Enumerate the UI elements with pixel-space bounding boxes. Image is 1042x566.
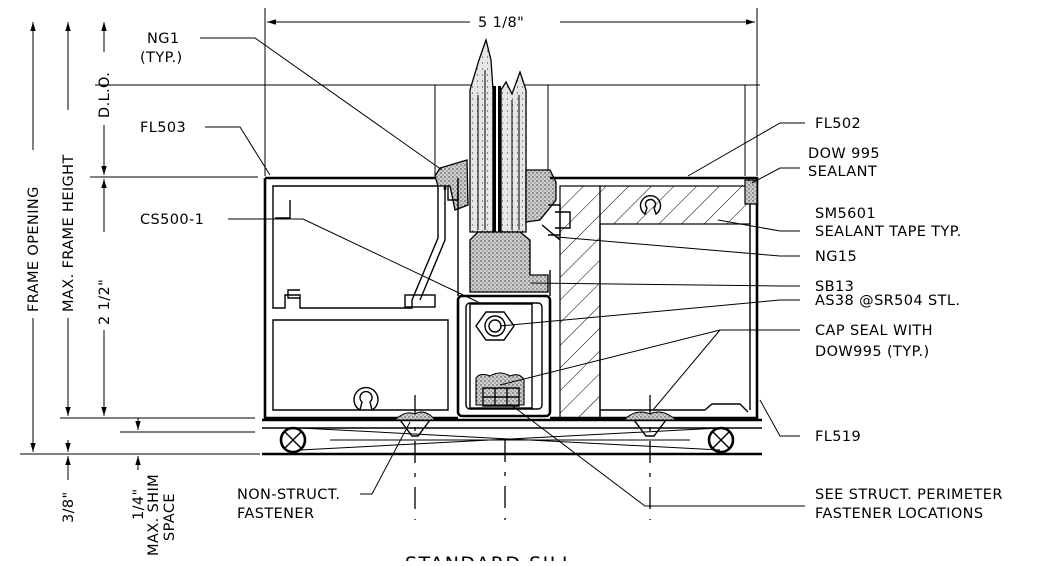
frame-opening-label: FRAME OPENING <box>26 186 42 312</box>
callout-labels: NG1 (TYP.) FL503 CS500-1 FL502 DOW 995 S… <box>140 31 1003 522</box>
frame-depth-label: 2 1/2" <box>97 279 113 325</box>
shim-value-label: 1/4" <box>131 488 147 520</box>
backer-rods <box>279 426 735 454</box>
label-dow995: DOW 995 <box>808 146 880 162</box>
dlo-dimension: D.L.O. <box>97 22 113 175</box>
frame-depth-dimension: 2 1/2" <box>97 179 113 416</box>
sill-gap-label: 3/8" <box>61 491 77 523</box>
dlo-label: D.L.O. <box>97 72 113 118</box>
setting-block-sb13 <box>469 231 549 293</box>
shim-dimension: 1/4" MAX. SHIM SPACE <box>131 418 178 556</box>
gasket-ng15 <box>525 169 557 223</box>
shim-label-line1: MAX. SHIM <box>146 474 162 556</box>
label-cap-seal: CAP SEAL WITH <box>815 323 933 339</box>
extension-lines <box>20 8 760 455</box>
sill-gap-dimension: 3/8" <box>61 440 77 523</box>
gasket-ng1 <box>434 159 469 211</box>
label-non-struct: NON-STRUCT. <box>237 487 340 503</box>
sill-base <box>262 418 762 456</box>
label-cap-seal-dow: DOW995 (TYP.) <box>815 344 930 360</box>
frame-fl502 <box>541 176 759 420</box>
label-cs500: CS500-1 <box>140 212 204 228</box>
label-fl503: FL503 <box>140 120 186 136</box>
label-ng1: NG1 <box>147 31 180 47</box>
glazing-unit <box>469 37 527 233</box>
label-fl502: FL502 <box>815 116 861 132</box>
label-as38: AS38 @SR504 STL. <box>815 293 960 309</box>
label-non-struct-fastener: FASTENER <box>237 506 314 522</box>
width-dimension: 5 1/8" <box>267 15 755 31</box>
fasteners <box>393 411 678 437</box>
frame-opening-dimension: FRAME OPENING <box>26 22 42 452</box>
shim-label-line2: SPACE <box>162 493 178 541</box>
anchor-bolt-as38 <box>469 303 533 409</box>
label-see-struct-locations: FASTENER LOCATIONS <box>815 506 984 522</box>
screw-splines <box>353 194 662 412</box>
label-see-struct: SEE STRUCT. PERIMETER <box>815 487 1003 503</box>
sightlines <box>434 85 746 176</box>
max-frame-height-label: MAX. FRAME HEIGHT <box>61 154 77 312</box>
leader-lines <box>200 37 805 507</box>
max-frame-height-dimension: MAX. FRAME HEIGHT <box>61 22 77 416</box>
center-tube-cs500 <box>456 178 552 418</box>
label-sm5601: SM5601 <box>815 206 876 222</box>
centerlines <box>414 395 651 520</box>
width-dimension-label: 5 1/8" <box>478 15 524 31</box>
label-ng1-typ: (TYP.) <box>140 50 183 66</box>
label-dow995-sealant: SEALANT <box>808 164 877 180</box>
frame-fl503 <box>263 176 458 420</box>
drawing-title: STANDARD SILL <box>405 553 574 561</box>
label-sm5601-tape: SEALANT TAPE TYP. <box>815 224 962 240</box>
label-sb13: SB13 <box>815 279 854 295</box>
label-fl519: FL519 <box>815 429 861 445</box>
label-ng15: NG15 <box>815 249 857 265</box>
